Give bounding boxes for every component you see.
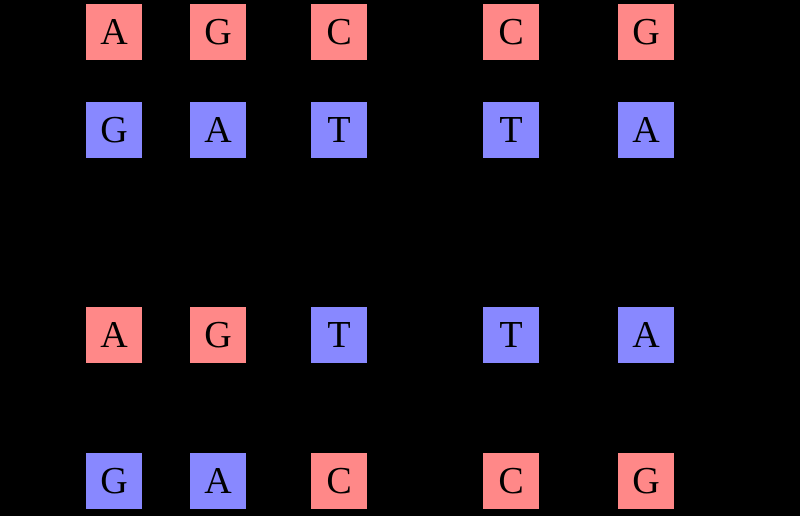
base-cell: C	[482, 452, 540, 510]
base-cell: T	[310, 306, 368, 364]
base-cell: G	[189, 3, 247, 61]
base-cell: A	[85, 306, 143, 364]
base-cell: T	[310, 101, 368, 159]
base-cell: T	[482, 101, 540, 159]
base-cell: T	[482, 306, 540, 364]
base-cell: A	[617, 101, 675, 159]
base-cell: A	[617, 306, 675, 364]
base-cell: A	[189, 101, 247, 159]
base-cell: G	[85, 452, 143, 510]
base-cell: C	[310, 3, 368, 61]
base-cell: C	[310, 452, 368, 510]
base-cell: G	[189, 306, 247, 364]
base-cell: A	[189, 452, 247, 510]
base-cell: A	[85, 3, 143, 61]
base-cell: G	[85, 101, 143, 159]
base-cell: G	[617, 452, 675, 510]
base-cell: G	[617, 3, 675, 61]
base-cell: C	[482, 3, 540, 61]
